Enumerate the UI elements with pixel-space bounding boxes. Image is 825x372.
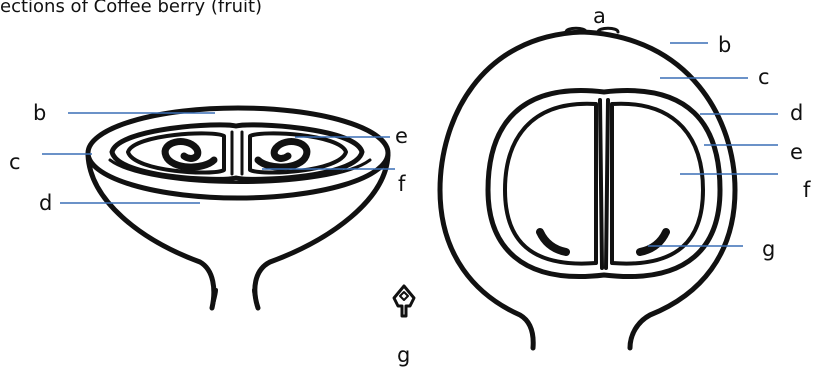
longitudinal-right-embryo: [640, 232, 666, 252]
longitudinal-left-seed: [505, 104, 596, 264]
cross-section-center-line: [232, 132, 242, 174]
embryo-detail: [394, 286, 414, 316]
longitudinal-parchment-outer: [488, 91, 720, 277]
cross-section-parchment: [112, 125, 362, 179]
longitudinal-section-berry: [440, 28, 735, 348]
label-right-e: e: [790, 142, 803, 163]
longitudinal-outer-skin: [440, 32, 735, 348]
label-right-g: g: [762, 239, 775, 260]
label-right-b: b: [718, 35, 731, 56]
label-right-c: c: [758, 67, 770, 88]
label-left-d: d: [39, 193, 52, 214]
label-left-e: e: [395, 126, 408, 147]
label-right-f: f: [803, 180, 810, 201]
diagram-title: ections of Coffee berry (fruit): [0, 0, 262, 17]
cross-section-left-curl: [165, 142, 214, 167]
label-left-c: c: [9, 152, 21, 173]
cross-section-right-curl: [258, 142, 307, 167]
cross-section-top-ellipse: [88, 108, 388, 198]
label-right-a: a: [593, 6, 606, 27]
label-left-f: f: [398, 174, 405, 195]
embryo-detail-core: [400, 292, 408, 300]
longitudinal-center-groove: [600, 100, 608, 268]
embryo-detail-outline: [394, 286, 414, 316]
label-left-b: b: [33, 103, 46, 124]
label-small-g: g: [397, 345, 410, 366]
cross-section-berry: [88, 108, 388, 308]
longitudinal-left-embryo: [540, 232, 566, 252]
label-right-d: d: [790, 103, 803, 124]
